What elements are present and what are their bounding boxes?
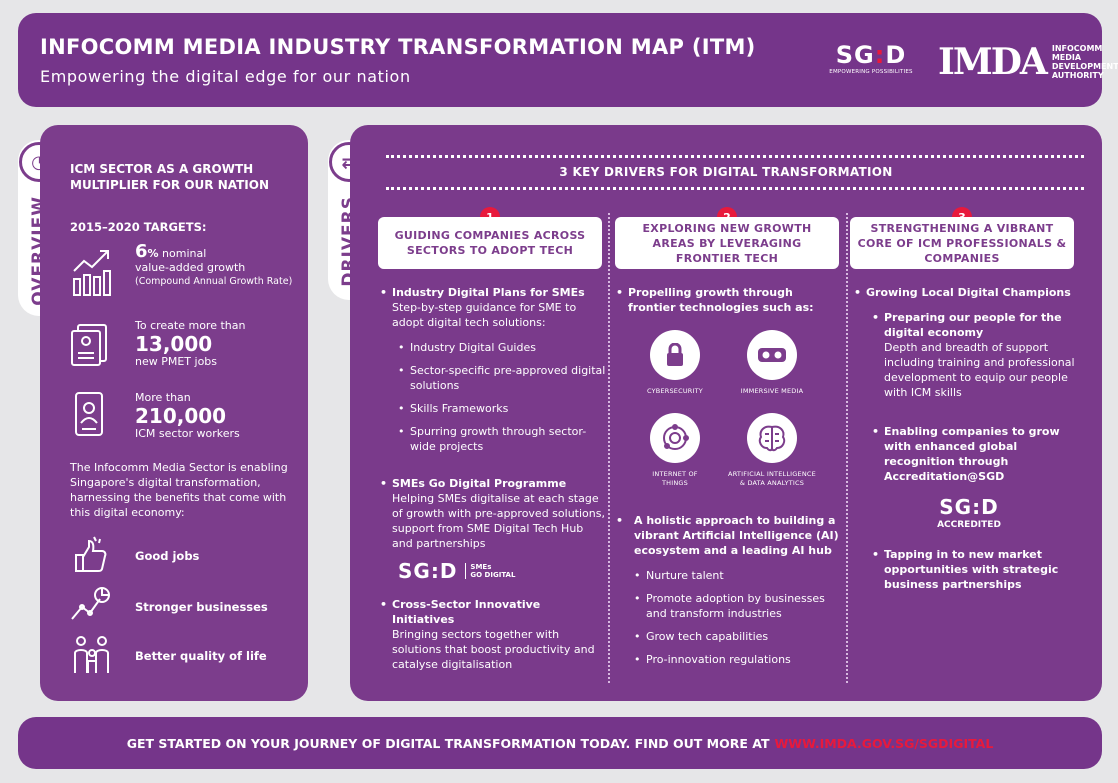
- overview-description: The Infocomm Media Sector is enabling Si…: [70, 461, 288, 519]
- header-banner: INFOCOMM MEDIA INDUSTRY TRANSFORMATION M…: [18, 13, 1118, 107]
- footer-link[interactable]: WWW.IMDA.GOV.SG/SGDIGITAL: [774, 735, 994, 751]
- page-subtitle: Empowering the digital edge for our nati…: [40, 67, 411, 86]
- footer-text: GET STARTED ON YOUR JOURNEY OF DIGITAL T…: [126, 735, 770, 751]
- driver-column-2: Propelling growth through frontier techn…: [616, 285, 842, 315]
- benefit-stronger-businesses: Stronger businesses: [135, 600, 268, 614]
- tech-label-cybersecurity: CYBERSECURITY: [647, 387, 703, 395]
- tech-label-iot: INTERNET OF THINGS: [652, 470, 698, 487]
- driver-card-3: STRENGTHENING A VIBRANT CORE OF ICM PROF…: [850, 217, 1074, 269]
- column-divider: [608, 213, 610, 683]
- iot-icon: [650, 413, 700, 463]
- document-icon: [71, 324, 107, 366]
- page-title: INFOCOMM MEDIA INDUSTRY TRANSFORMATION M…: [40, 35, 756, 59]
- driver-card-1: GUIDING COMPANIES ACROSS SECTORS TO ADOP…: [378, 217, 602, 269]
- tech-label-ai: ARTIFICIAL INTELLIGENCE & DATA ANALYTICS: [728, 470, 816, 487]
- drivers-panel: 3 KEY DRIVERS FOR DIGITAL TRANSFORMATION…: [350, 125, 1102, 701]
- divider: [386, 155, 1084, 158]
- business-growth-icon: [71, 587, 110, 620]
- stat-growth: 6% nominal value-added growth (Compound …: [135, 241, 293, 288]
- driver-column-3: Growing Local Digital Champions Preparin…: [854, 285, 1084, 592]
- overview-heading: ICM SECTOR AS A GROWTH MULTIPLIER FOR OU…: [70, 162, 269, 192]
- benefit-quality-of-life: Better quality of life: [135, 649, 267, 663]
- stat-workers: More than 210,000 ICM sector workers: [135, 391, 240, 440]
- sgd-logo: SG:D EMPOWERING POSSIBILITIES: [829, 41, 913, 75]
- stat-jobs: To create more than 13,000 new PMET jobs: [135, 319, 246, 368]
- thumbs-up-icon: [75, 536, 107, 572]
- divider: [386, 187, 1084, 190]
- driver-card-2: EXPLORING NEW GROWTH AREAS BY LEVERAGING…: [615, 217, 839, 269]
- benefit-good-jobs: Good jobs: [135, 549, 200, 563]
- drivers-title: 3 KEY DRIVERS FOR DIGITAL TRANSFORMATION: [559, 165, 893, 179]
- brain-icon: [747, 413, 797, 463]
- driver-column-1: Industry Digital Plans for SMEs Step-by-…: [380, 285, 606, 672]
- family-icon: [74, 636, 109, 673]
- column-divider: [846, 213, 848, 683]
- vr-headset-icon: [747, 330, 797, 380]
- tech-label-immersive-media: IMMERSIVE MEDIA: [740, 387, 804, 395]
- growth-chart-icon: [73, 250, 111, 296]
- footer-banner: GET STARTED ON YOUR JOURNEY OF DIGITAL T…: [18, 717, 1102, 769]
- lock-icon: [650, 330, 700, 380]
- imda-logo: IMDA INFOCOMM MEDIA DEVELOPMENT AUTHORIT…: [938, 41, 1118, 83]
- targets-label: 2015–2020 TARGETS:: [70, 220, 207, 234]
- id-badge-icon: [75, 392, 103, 436]
- overview-panel: ICM SECTOR AS A GROWTH MULTIPLIER FOR OU…: [40, 125, 308, 701]
- driver-column-2-ai: A holistic approach to building a vibran…: [616, 513, 842, 667]
- sgd-accredited-logo: SG:D ACCREDITED: [937, 495, 1001, 530]
